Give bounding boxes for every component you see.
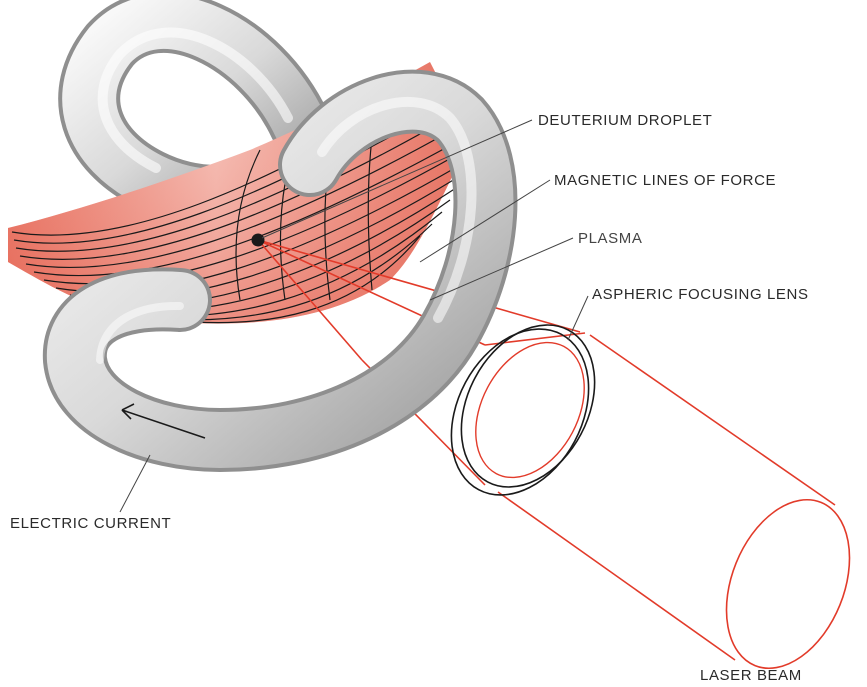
label-aspheric-lens: ASPHERIC FOCUSING LENS [592,286,809,303]
label-magnetic-lines: MAGNETIC LINES OF FORCE [554,172,776,189]
deuterium-droplet [252,234,265,247]
coil-front [40,40,510,470]
label-plasma: PLASMA [578,230,642,247]
label-electric-current: ELECTRIC CURRENT [10,515,171,532]
label-laser-beam: LASER BEAM [700,667,802,684]
label-deuterium-droplet: DEUTERIUM DROPLET [538,112,712,129]
